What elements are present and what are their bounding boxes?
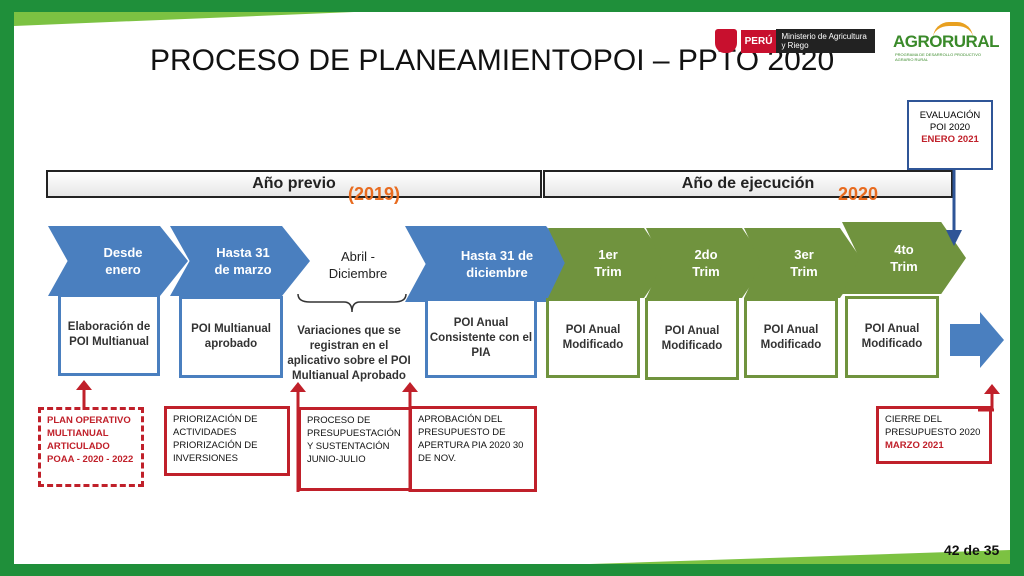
- chevron-3er-trim: 3er Trim: [744, 228, 864, 298]
- box-label: POI Anual Modificado: [861, 323, 923, 350]
- box-modificado-4: POI Anual Modificado: [845, 296, 939, 378]
- box-label: POI Anual Modificado: [760, 324, 822, 351]
- page-number: 42 de 35: [944, 542, 1000, 558]
- note-aprobacion: APROBACIÓN DEL PRESUPUESTO DE APERTURA P…: [409, 406, 537, 492]
- evaluacion-date: ENERO 2021: [921, 134, 979, 145]
- chevron-label: Hasta 31 de diciembre: [460, 248, 534, 280]
- arrow-up-icon: [76, 380, 92, 410]
- arrow-right-icon: [950, 312, 1004, 368]
- chevron-label: 3er Trim: [790, 247, 818, 279]
- sun-arc-icon: [933, 22, 973, 38]
- chevron-label: 4to Trim: [890, 242, 918, 274]
- note-priorizacion: PRIORIZACIÓN DE ACTIVIDADES PRIORIZACIÓN…: [164, 406, 290, 476]
- chevron-hasta-diciembre: Hasta 31 de diciembre: [405, 226, 577, 302]
- box-label: POI Anual Consistente con el PIA: [429, 316, 533, 359]
- year-previo: (2019): [348, 184, 401, 204]
- corner-decoration: [590, 550, 1010, 564]
- chevron-label: Hasta 31 de marzo: [214, 245, 272, 277]
- chevron-hasta-marzo: Hasta 31 de marzo: [170, 226, 310, 296]
- chevron-2do-trim: 2do Trim: [646, 228, 766, 298]
- chevron-desde-enero: Desde enero: [48, 226, 188, 296]
- box-poi-multianual: POI Multianual aprobado: [179, 296, 283, 378]
- box-label: POI Anual Modificado: [562, 324, 624, 351]
- band-ejecucion: Año de ejecución: [543, 170, 953, 198]
- ministry-label: Ministerio de Agricultura y Riego: [776, 29, 875, 53]
- ministry-logo: PERÚ Ministerio de Agricultura y Riego: [715, 26, 875, 56]
- coat-of-arms-icon: [715, 29, 737, 53]
- cierre-text: CIERRE DEL PRESUPUESTO 2020: [885, 414, 981, 438]
- brace-icon: [297, 293, 407, 313]
- evaluacion-title: EVALUACIÓN: [919, 110, 981, 121]
- note-proceso: PROCESO DE PRESUPUESTACIÓN Y SUSTENTACIÓ…: [298, 407, 412, 491]
- box-modificado-3: POI Anual Modificado: [744, 298, 838, 378]
- box-label: POI Multianual aprobado: [191, 323, 271, 350]
- band-ejecucion-label: Año de ejecución: [681, 175, 815, 192]
- box-modificado-2: POI Anual Modificado: [645, 298, 739, 380]
- agrorural-label: AGRORURAL: [893, 32, 1000, 51]
- box-elaboracion: Elaboración de POI Multianual: [58, 294, 160, 376]
- evaluacion-poi: POI 2020: [929, 122, 971, 133]
- chevron-label: 2do Trim: [692, 247, 720, 279]
- corner-decoration: [14, 12, 354, 26]
- arrow-down-icon: [946, 168, 962, 246]
- band-previo: Año previo: [46, 170, 542, 198]
- evaluacion-box: EVALUACIÓN POI 2020 ENERO 2021: [907, 100, 993, 170]
- chevron-1er-trim: 1er Trim: [548, 228, 668, 298]
- chevron-label: Desde enero: [103, 245, 143, 277]
- note-plan-operativo: PLAN OPERATIVO MULTIANUAL ARTICULADO POA…: [38, 407, 144, 487]
- agrorural-logo: AGRORURAL PROGRAMA DE DESARROLLO PRODUCT…: [893, 22, 1000, 62]
- chevron-label: 1er Trim: [594, 247, 622, 279]
- cierre-date: MARZO 2021: [885, 440, 944, 451]
- agrorural-sub: PROGRAMA DE DESARROLLO PRODUCTIVO AGRARI…: [895, 52, 982, 62]
- box-label: Elaboración de POI Multianual: [67, 321, 151, 348]
- note-cierre: CIERRE DEL PRESUPUESTO 2020 MARZO 2021: [876, 406, 992, 464]
- peru-label: PERÚ: [740, 29, 777, 53]
- box-poi-anual-pia: POI Anual Consistente con el PIA: [425, 298, 537, 378]
- variaciones-text: Variaciones que se registran en el aplic…: [287, 325, 411, 382]
- year-ejecucion: 2020: [838, 184, 879, 204]
- band-previo-label: Año previo: [252, 175, 336, 192]
- box-modificado-1: POI Anual Modificado: [546, 298, 640, 378]
- chevron-4to-trim: 4to Trim: [842, 222, 966, 294]
- box-label: POI Anual Modificado: [661, 325, 723, 352]
- abril-diciembre-label: Abril - Diciembre: [328, 249, 388, 281]
